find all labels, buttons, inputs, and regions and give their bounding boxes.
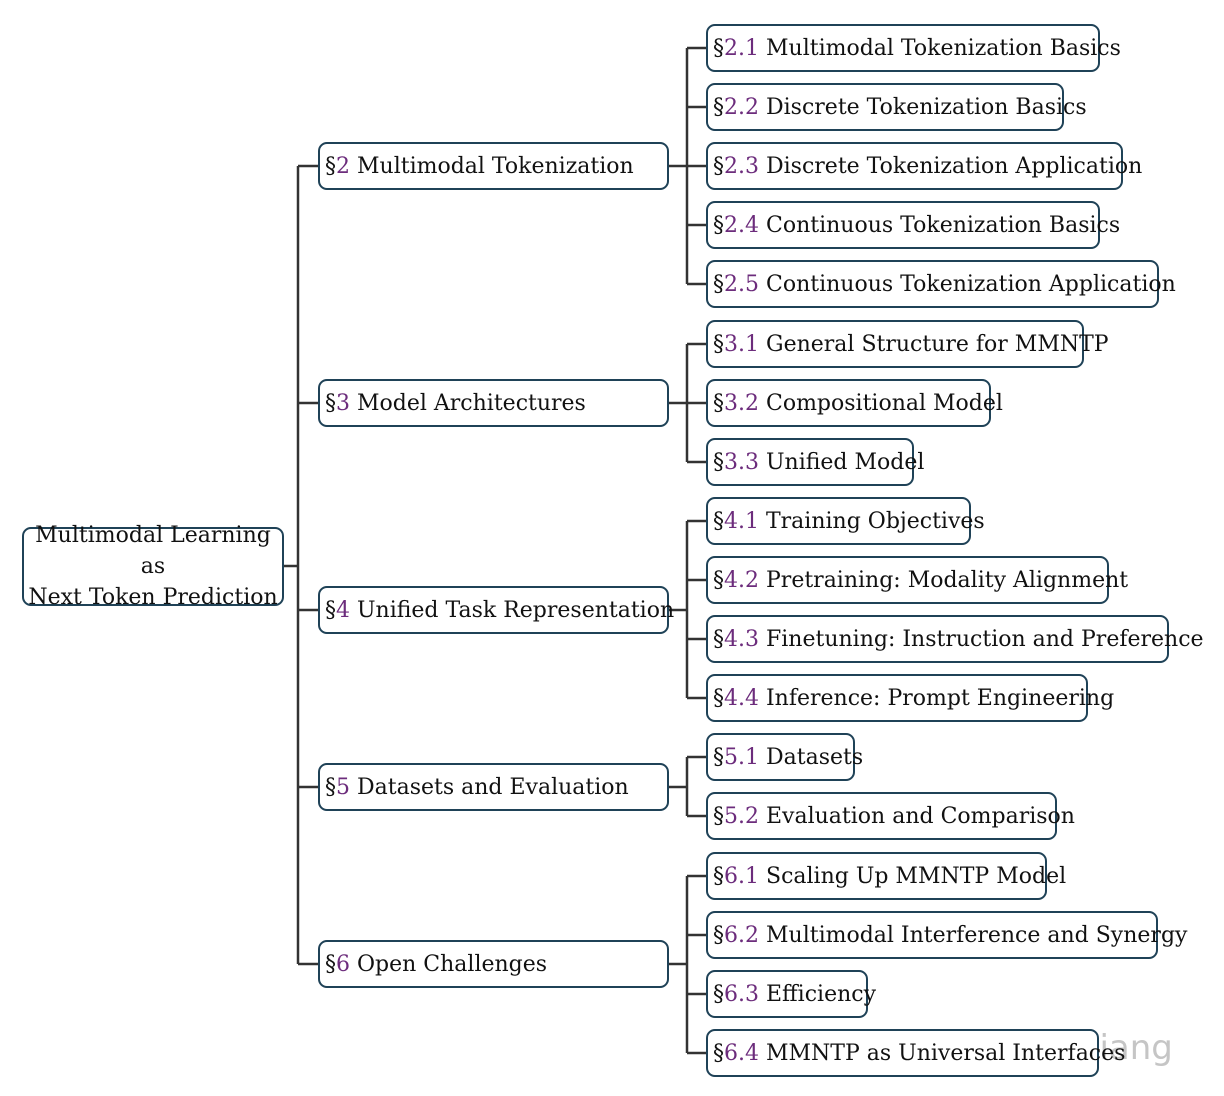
section-number: 4.1 xyxy=(724,508,759,534)
root-title-line2: Next Token Prediction xyxy=(28,585,278,610)
section-title: Continuous Tokenization Application xyxy=(759,271,1176,297)
section-title: Discrete Tokenization Application xyxy=(759,153,1143,179)
section-title: Scaling Up MMNTP Model xyxy=(759,863,1067,889)
section-title: Multimodal Tokenization xyxy=(350,153,634,179)
section-title: Datasets and Evaluation xyxy=(350,774,629,800)
section-symbol: § xyxy=(713,803,724,829)
section-symbol: § xyxy=(325,951,336,977)
section-symbol: § xyxy=(713,626,724,652)
section-symbol: § xyxy=(713,567,724,593)
subsection-node-4-3: §4.3 Finetuning: Instruction and Prefere… xyxy=(706,615,1204,663)
section-title: Unified Model xyxy=(759,449,925,475)
section-title: Datasets xyxy=(759,744,864,770)
subsection-node-3-2: §3.2 Compositional Model xyxy=(706,379,1003,427)
section-number: 4.3 xyxy=(724,626,759,652)
section-number: 4.2 xyxy=(724,567,759,593)
subsection-node-2-3: §2.3 Discrete Tokenization Application xyxy=(706,142,1142,190)
section-number: 3.3 xyxy=(724,449,759,475)
section-title: Pretraining: Modality Alignment xyxy=(759,567,1129,593)
section-number: 2.5 xyxy=(724,271,759,297)
section-title: Efficiency xyxy=(759,981,877,1007)
section-number: 4 xyxy=(336,597,350,623)
root-node: Multimodal Learning as Next Token Predic… xyxy=(22,523,284,610)
section-symbol: § xyxy=(325,597,336,623)
section-symbol: § xyxy=(713,1040,724,1066)
section-title: Multimodal Tokenization Basics xyxy=(759,35,1121,61)
section-title: Evaluation and Comparison xyxy=(759,803,1075,829)
root-title-line1: Multimodal Learning as xyxy=(35,523,271,579)
section-title: Unified Task Representation xyxy=(350,597,675,623)
subsection-node-2-1: §2.1 Multimodal Tokenization Basics xyxy=(706,24,1121,72)
section-number: 2.4 xyxy=(724,212,759,238)
subsection-node-2-4: §2.4 Continuous Tokenization Basics xyxy=(706,201,1120,249)
section-symbol: § xyxy=(713,744,724,770)
section-number: 2 xyxy=(336,153,350,179)
section-number: 6.1 xyxy=(724,863,759,889)
section-number: 5.1 xyxy=(724,744,759,770)
section-symbol: § xyxy=(713,508,724,534)
section-node-5: §5 Datasets and Evaluation xyxy=(318,763,669,811)
subsection-node-5-1: §5.1 Datasets xyxy=(706,733,863,781)
section-symbol: § xyxy=(713,390,724,416)
subsection-node-6-1: §6.1 Scaling Up MMNTP Model xyxy=(706,852,1066,900)
section-node-3: §3 Model Architectures xyxy=(318,379,669,427)
section-title: Inference: Prompt Engineering xyxy=(759,685,1115,711)
section-symbol: § xyxy=(713,863,724,889)
section-number: 6.4 xyxy=(724,1040,759,1066)
section-node-2: §2 Multimodal Tokenization xyxy=(318,142,669,190)
section-node-6: §6 Open Challenges xyxy=(318,940,669,988)
section-number: 6.2 xyxy=(724,922,759,948)
section-title: MMNTP as Universal Interfaces xyxy=(759,1040,1126,1066)
section-number: 2.1 xyxy=(724,35,759,61)
section-symbol: § xyxy=(713,94,724,120)
subsection-node-5-2: §5.2 Evaluation and Comparison xyxy=(706,792,1075,840)
section-title: Model Architectures xyxy=(350,390,586,416)
subsection-node-4-4: §4.4 Inference: Prompt Engineering xyxy=(706,674,1114,722)
section-node-4: §4 Unified Task Representation xyxy=(318,586,674,634)
subsection-node-2-2: §2.2 Discrete Tokenization Basics xyxy=(706,83,1087,131)
section-symbol: § xyxy=(713,35,724,61)
section-number: 4.4 xyxy=(724,685,759,711)
subsection-node-6-4: §6.4 MMNTP as Universal Interfaces xyxy=(706,1029,1125,1077)
section-symbol: § xyxy=(713,212,724,238)
subsection-node-4-1: §4.1 Training Objectives xyxy=(706,497,985,545)
section-symbol: § xyxy=(713,685,724,711)
subsection-node-4-2: §4.2 Pretraining: Modality Alignment xyxy=(706,556,1128,604)
section-title: Training Objectives xyxy=(759,508,985,534)
subsection-node-3-1: §3.1 General Structure for MMNTP xyxy=(706,320,1109,368)
section-number: 3.2 xyxy=(724,390,759,416)
section-number: 3 xyxy=(336,390,350,416)
section-symbol: § xyxy=(713,271,724,297)
section-symbol: § xyxy=(713,922,724,948)
section-number: 2.3 xyxy=(724,153,759,179)
section-title: Finetuning: Instruction and Preference xyxy=(759,626,1204,652)
subsection-node-6-2: §6.2 Multimodal Interference and Synergy xyxy=(706,911,1187,959)
section-title: Discrete Tokenization Basics xyxy=(759,94,1087,120)
section-number: 3.1 xyxy=(724,331,759,357)
section-title: Compositional Model xyxy=(759,390,1003,416)
section-title: Multimodal Interference and Synergy xyxy=(759,922,1188,948)
section-number: 5.2 xyxy=(724,803,759,829)
section-title: Continuous Tokenization Basics xyxy=(759,212,1121,238)
section-number: 5 xyxy=(336,774,350,800)
section-symbol: § xyxy=(713,981,724,1007)
subsection-node-2-5: §2.5 Continuous Tokenization Application xyxy=(706,260,1176,308)
subsection-node-3-3: §3.3 Unified Model xyxy=(706,438,924,486)
section-number: 2.2 xyxy=(724,94,759,120)
section-title: Open Challenges xyxy=(350,951,548,977)
section-symbol: § xyxy=(325,153,336,179)
section-symbol: § xyxy=(713,449,724,475)
section-number: 6 xyxy=(336,951,350,977)
section-symbol: § xyxy=(325,390,336,416)
section-title: General Structure for MMNTP xyxy=(759,331,1109,357)
section-symbol: § xyxy=(325,774,336,800)
section-symbol: § xyxy=(713,153,724,179)
subsection-node-6-3: §6.3 Efficiency xyxy=(706,970,876,1018)
section-symbol: § xyxy=(713,331,724,357)
section-number: 6.3 xyxy=(724,981,759,1007)
